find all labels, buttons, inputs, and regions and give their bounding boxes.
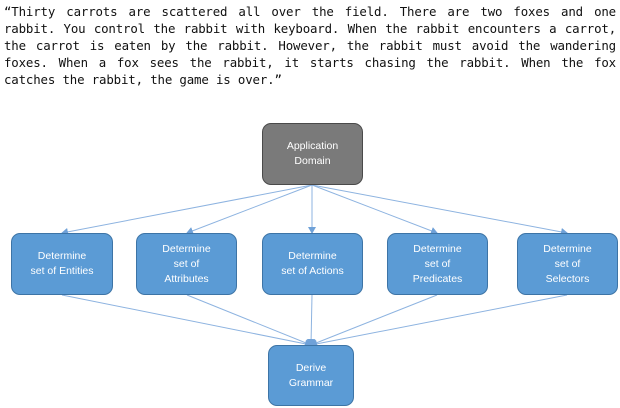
connector-predicates-to-grammar: [310, 294, 438, 347]
node-determine-predicates: Determine set of Predicates: [387, 233, 488, 295]
connector-app-to-selectors: [311, 184, 568, 236]
connector-attributes-to-grammar: [186, 294, 312, 347]
node-determine-entities: Determine set of Entities: [11, 233, 113, 295]
node-determine-selectors: Determine set of Selectors: [517, 233, 618, 295]
connector-app-to-entities: [61, 184, 313, 236]
node-determine-attributes: Determine set of Attributes: [136, 233, 237, 295]
connector-actions-to-grammar: [307, 294, 316, 346]
node-application-domain: Application Domain: [262, 123, 363, 185]
connector-app-to-predicates: [311, 184, 438, 235]
node-derive-grammar: Derive Grammar: [268, 345, 354, 406]
connector-selectors-to-grammar: [310, 294, 568, 348]
scenario-quote: “Thirty carrots are scattered all over t…: [4, 4, 616, 87]
connector-entities-to-grammar: [61, 294, 312, 348]
connector-app-to-attributes: [186, 184, 313, 235]
node-determine-actions: Determine set of Actions: [262, 233, 363, 295]
